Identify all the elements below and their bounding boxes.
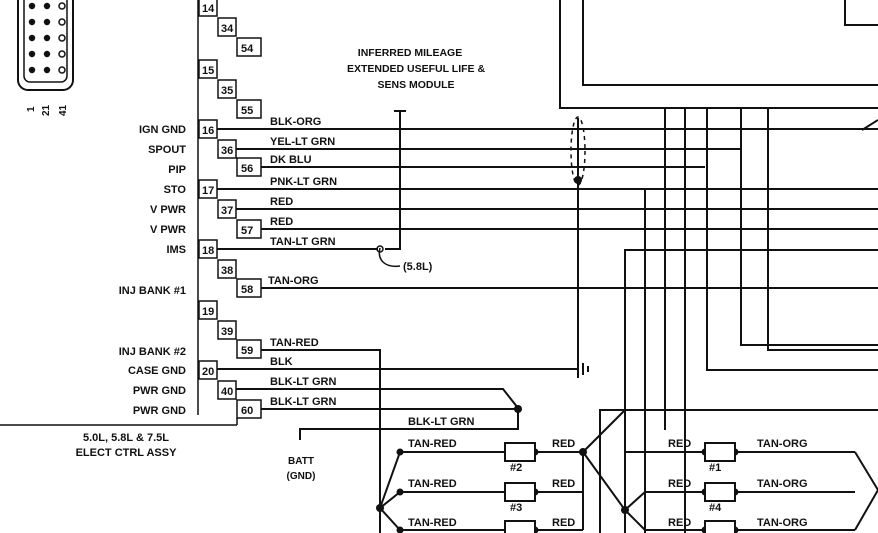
svg-text:16: 16 [202,125,214,137]
svg-text:V PWR: V PWR [150,204,186,216]
svg-text:34: 34 [221,23,234,35]
connector-pins [28,2,51,74]
svg-text:55: 55 [241,105,253,117]
connector-body [17,0,74,91]
svg-text:58: 58 [241,284,253,296]
svg-text:SENS MODULE: SENS MODULE [377,79,454,91]
svg-text:IGN GND: IGN GND [139,124,186,136]
svg-text:TAN-RED: TAN-RED [408,438,457,450]
svg-text:PWR GND: PWR GND [133,385,186,397]
svg-text:RED: RED [668,438,691,450]
svg-text:36: 36 [221,145,233,157]
ecu-label: 5.0L, 5.8L & 7.5L ELECT CTRL ASSY [76,432,178,459]
svg-text:#1: #1 [709,462,721,474]
connector-number-1: 1 [26,106,37,112]
svg-text:#4: #4 [709,502,722,514]
svg-text:TAN-RED: TAN-RED [270,337,319,349]
svg-text:PIP: PIP [168,164,186,176]
svg-text:STO: STO [164,184,187,196]
svg-text:BLK-LT GRN: BLK-LT GRN [270,396,336,408]
svg-text:TAN-ORG: TAN-ORG [268,275,319,287]
svg-text:DK BLU: DK BLU [270,154,312,166]
svg-text:39: 39 [221,326,233,338]
svg-text:(GND): (GND) [287,471,316,482]
injector-boxes [504,442,736,533]
svg-text:60: 60 [241,405,253,417]
ecu-outline [0,0,238,426]
svg-text:20: 20 [202,366,214,378]
svg-text:V PWR: V PWR [150,224,186,236]
svg-text:RED: RED [552,517,575,529]
wire-labels: BLK-ORG YEL-LT GRN DK BLU PNK-LT GRN RED… [268,116,474,428]
pin-numbers: 14 34 54 15 35 55 16 36 56 17 37 57 18 3… [202,3,254,417]
svg-text:56: 56 [241,163,253,175]
svg-text:INFERRED MILEAGE: INFERRED MILEAGE [358,47,462,59]
connector-number-41: 41 [58,104,69,116]
svg-text:38: 38 [221,265,233,277]
injector-labels: TAN-RED RED #2 TAN-RED RED #3 TAN-RED RE… [408,438,808,529]
svg-text:RED: RED [552,478,575,490]
svg-text:RED: RED [270,196,293,208]
wires [217,0,878,533]
svg-text:TAN-RED: TAN-RED [408,478,457,490]
svg-text:TAN-RED: TAN-RED [408,517,457,529]
svg-text:BLK-LT GRN: BLK-LT GRN [270,376,336,388]
svg-text:RED: RED [270,216,293,228]
svg-text:BLK-LT GRN: BLK-LT GRN [408,416,474,428]
pin-boxes [198,0,262,419]
svg-text:37: 37 [221,205,233,217]
svg-text:35: 35 [221,85,233,97]
svg-text:40: 40 [221,386,233,398]
svg-text:54: 54 [241,43,254,55]
svg-text:ELECT CTRL ASSY: ELECT CTRL ASSY [76,447,178,459]
signal-labels: IGN GND SPOUT PIP STO V PWR V PWR IMS IN… [119,124,187,417]
svg-text:5.0L, 5.8L & 7.5L: 5.0L, 5.8L & 7.5L [83,432,169,444]
connector-number-21: 21 [41,104,52,116]
svg-text:#3: #3 [510,502,522,514]
batt-ground-label: BATT (GND) [287,456,316,482]
svg-text:TAN-ORG: TAN-ORG [757,438,808,450]
svg-text:PWR GND: PWR GND [133,405,186,417]
svg-text:17: 17 [202,185,214,197]
svg-text:SPOUT: SPOUT [148,144,186,156]
svg-text:RED: RED [552,438,575,450]
svg-text:57: 57 [241,225,253,237]
svg-text:EXTENDED USEFUL LIFE &: EXTENDED USEFUL LIFE & [347,63,485,75]
svg-text:18: 18 [202,245,214,257]
svg-text:RED: RED [668,478,691,490]
svg-text:INJ BANK #2: INJ BANK #2 [119,346,186,358]
svg-text:CASE GND: CASE GND [128,365,186,377]
svg-text:19: 19 [202,306,214,318]
module-title: INFERRED MILEAGE EXTENDED USEFUL LIFE & … [347,47,485,91]
svg-text:BLK: BLK [270,356,293,368]
svg-text:15: 15 [202,65,214,77]
svg-text:TAN-ORG: TAN-ORG [757,517,808,529]
svg-text:IMS: IMS [166,244,186,256]
svg-text:(5.8L): (5.8L) [403,261,433,273]
svg-text:TAN-LT GRN: TAN-LT GRN [270,236,336,248]
svg-text:14: 14 [202,3,215,15]
svg-text:INJ BANK #1: INJ BANK #1 [119,285,186,297]
svg-text:59: 59 [241,345,253,357]
svg-text:BATT: BATT [288,456,314,467]
svg-text:RED: RED [668,517,691,529]
svg-text:BLK-ORG: BLK-ORG [270,116,321,128]
svg-text:TAN-ORG: TAN-ORG [757,478,808,490]
svg-text:YEL-LT GRN: YEL-LT GRN [270,136,335,148]
svg-text:PNK-LT GRN: PNK-LT GRN [270,176,337,188]
svg-text:#2: #2 [510,462,522,474]
